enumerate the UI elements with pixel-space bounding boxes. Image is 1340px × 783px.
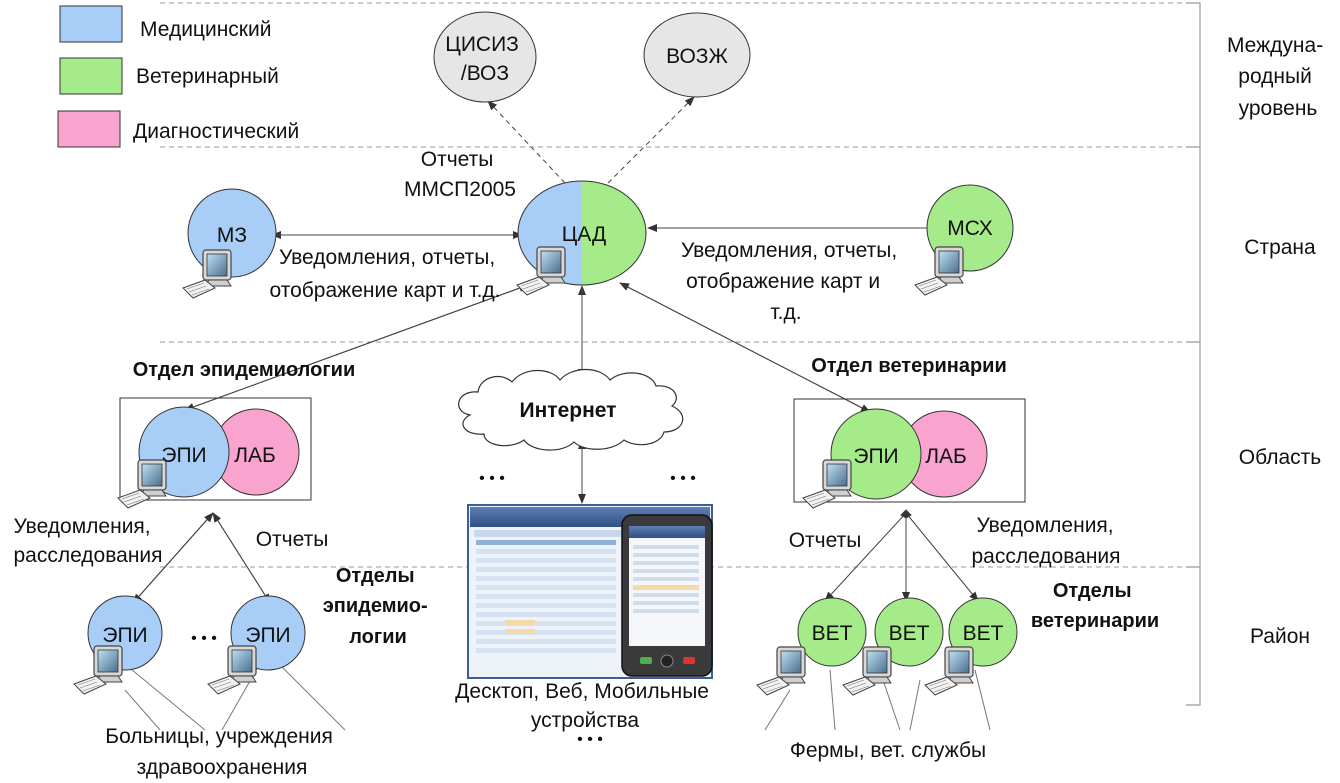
label-dept-epi-region: Отдел эпидемиологии	[133, 359, 356, 381]
label-dept-vet-district: Отделы ветеринарии	[1031, 580, 1159, 632]
legend-label-veterinary: Ветеринарный	[136, 65, 279, 88]
arrow-d1-epi	[132, 512, 214, 604]
level-separators	[160, 2, 1200, 568]
node-vet-district-1-label: ВЕТ	[812, 622, 853, 645]
computer-icon	[802, 459, 852, 509]
level-region: Область	[1239, 446, 1321, 469]
node-epi-district-2-label: ЭПИ	[245, 624, 290, 647]
arrow-cad-vozzh	[607, 96, 695, 184]
node-cad	[517, 180, 647, 286]
node-vet-district-2-label: ВЕТ	[889, 622, 930, 645]
label-reports-mmsp: Отчеты ММСП2005	[404, 148, 516, 201]
label-notifications-right: Уведомления, отчеты, отображение карт и …	[681, 239, 903, 324]
level-international: Междуна- родный уровень	[1227, 34, 1329, 120]
level-labels: Междуна- родный уровень Страна Область Р…	[1227, 34, 1329, 648]
arrow-cad-vet-region	[619, 282, 871, 413]
ellipsis: • • •	[577, 731, 603, 748]
connectors	[119, 96, 991, 731]
label-reports-left: Отчеты	[256, 528, 329, 551]
internet-label: Интернет	[520, 399, 617, 422]
legend: Медицинский Ветеринарный Диагностический	[57, 5, 299, 148]
level-country: Страна	[1244, 236, 1316, 259]
node-cisiz	[433, 11, 537, 103]
computer-icon	[756, 646, 806, 696]
box-vet-region	[793, 398, 1026, 503]
legend-label-medical: Медицинский	[140, 18, 271, 41]
node-msh-label: МСХ	[947, 217, 993, 240]
node-cisiz-label: ЦИСИЗ /ВОЗ	[445, 33, 524, 85]
node-vet-district-1	[797, 597, 867, 667]
node-epi-region-label: ЭПИ	[161, 444, 206, 467]
node-mz-label: МЗ	[217, 224, 247, 247]
arrow-d2-epi	[212, 512, 271, 604]
node-epi-vet-region-label: ЭПИ	[853, 445, 898, 468]
node-vet-district-2	[874, 597, 944, 667]
legend-swatch-diagnostic	[57, 110, 121, 148]
legend-swatch-medical	[59, 5, 123, 43]
computer-icon	[117, 459, 167, 509]
node-vozzh	[643, 12, 751, 98]
node-cad-label: ЦАД	[562, 223, 606, 246]
level-district: Район	[1250, 625, 1310, 648]
arrow-cad-epi-region	[184, 284, 529, 411]
computer-icon	[182, 249, 232, 299]
label-farms: Фермы, вет. службы	[790, 739, 986, 762]
label-notifications-left: Уведомления, отчеты, отображение карт и …	[269, 246, 501, 302]
label-devices: Десктоп, Веб, Мобильные устройства	[455, 680, 715, 732]
label-reports-right: Отчеты	[789, 529, 862, 552]
node-epi-vet-region	[830, 408, 922, 500]
legend-swatch-veterinary	[59, 57, 123, 95]
cloud-icon	[458, 368, 684, 451]
ellipsis: • • •	[191, 630, 217, 647]
mobile-phone-icon	[621, 514, 713, 677]
box-epi-region	[119, 397, 312, 501]
level-bracket	[1186, 2, 1201, 706]
node-vozzh-label: ВОЗЖ	[666, 45, 728, 68]
computer-icon	[914, 246, 964, 296]
computer-icon	[73, 645, 123, 695]
arrow-vet-d1	[824, 512, 907, 602]
node-vet-district-3-label: ВЕТ	[963, 622, 1004, 645]
computer-icon	[207, 645, 257, 695]
legend-label-diagnostic: Диагностический	[133, 120, 299, 143]
node-lab-vet-region-label: ЛАБ	[925, 445, 967, 468]
ellipsis: • • •	[479, 470, 505, 487]
ellipsis: • • •	[670, 470, 696, 487]
node-lab-region-label: ЛАБ	[234, 444, 276, 467]
label-notif-invest-left: Уведомления, расследования	[13, 515, 162, 567]
label-notif-invest-right: Уведомления, расследования	[971, 514, 1120, 568]
label-hospitals: Больницы, учреждения здравоохранения	[105, 725, 338, 779]
label-dept-epi-district: Отделы эпидемио- логии	[323, 565, 434, 648]
arrow-vet-d3	[905, 512, 979, 602]
label-dept-vet-region: Отдел ветеринарии	[811, 355, 1007, 377]
arrow-cad-cisiz	[487, 100, 566, 184]
node-epi-district-1-label: ЭПИ	[102, 624, 147, 647]
